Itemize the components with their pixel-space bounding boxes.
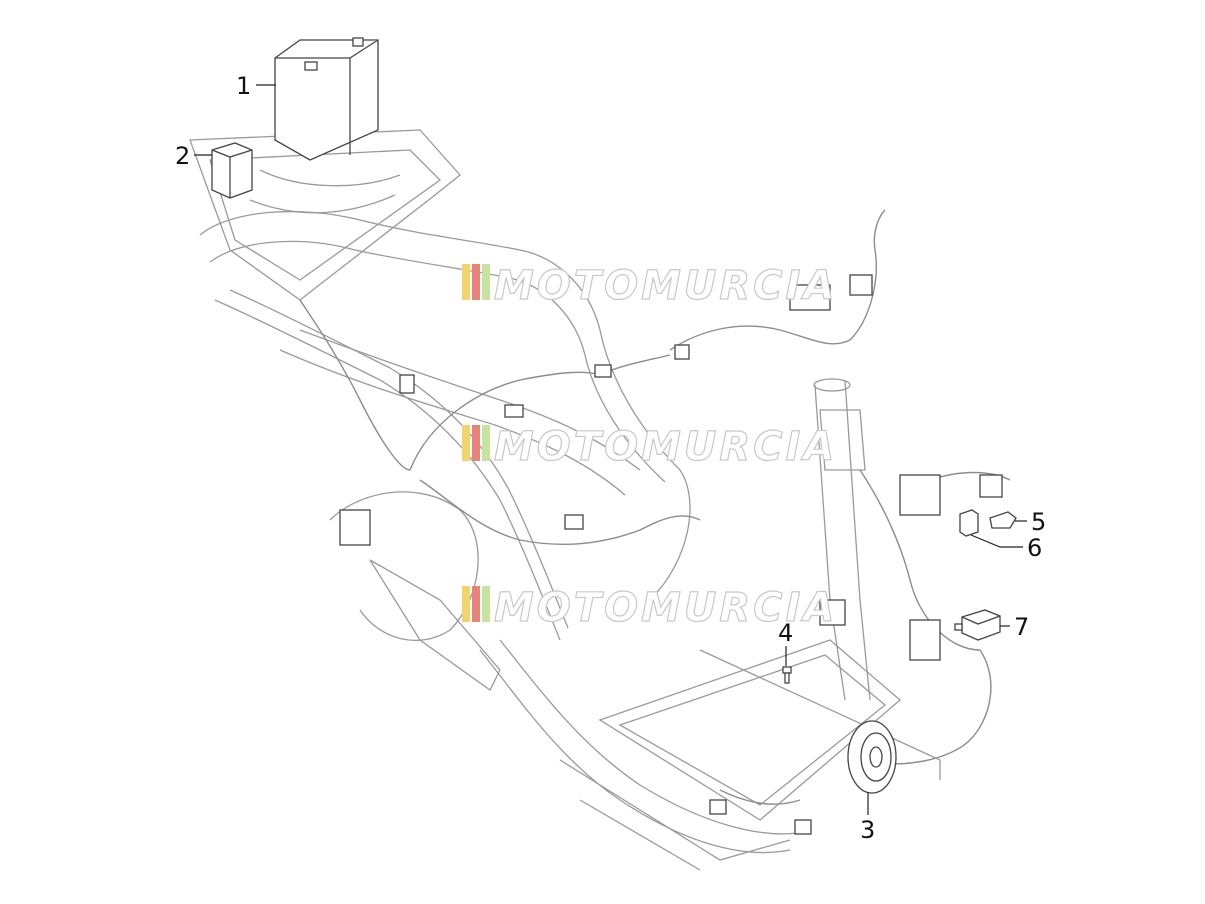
callout-1: 1 xyxy=(236,72,251,100)
watermark-1: MOTOMURCIA xyxy=(462,262,837,310)
watermark-stripe-red xyxy=(472,586,480,622)
fuse-box-part xyxy=(211,142,253,199)
screw-part xyxy=(782,666,792,684)
callout-4: 4 xyxy=(778,619,793,647)
callout-2: 2 xyxy=(175,142,190,170)
relay-part xyxy=(954,609,1001,641)
watermark-2: MOTOMURCIA xyxy=(462,423,837,471)
watermark-text: MOTOMURCIA xyxy=(494,585,837,631)
callout-7: 7 xyxy=(1014,613,1029,641)
battery-part xyxy=(274,37,379,161)
watermark-text: MOTOMURCIA xyxy=(494,424,837,470)
watermark-stripe-yellow xyxy=(462,264,470,300)
horn-part xyxy=(847,720,897,794)
leader-lines xyxy=(194,84,1027,815)
callout-3: 3 xyxy=(860,816,875,844)
watermark-text: MOTOMURCIA xyxy=(494,263,837,309)
watermark-stripe-red xyxy=(472,425,480,461)
watermark-stripe-yellow xyxy=(462,425,470,461)
callout-6: 6 xyxy=(1027,534,1042,562)
watermark-stripe-green xyxy=(482,425,490,461)
watermark-stripe-red xyxy=(472,264,480,300)
clip-part xyxy=(989,511,1017,529)
watermark-stripe-green xyxy=(482,586,490,622)
watermark-stripe-yellow xyxy=(462,586,470,622)
scooter-frame-drawing xyxy=(189,129,941,871)
small-relay-part xyxy=(959,509,979,537)
callout-5: 5 xyxy=(1031,508,1046,536)
watermark-3: MOTOMURCIA xyxy=(462,584,837,632)
watermark-stripe-green xyxy=(482,264,490,300)
wiring-harness xyxy=(299,209,1011,835)
